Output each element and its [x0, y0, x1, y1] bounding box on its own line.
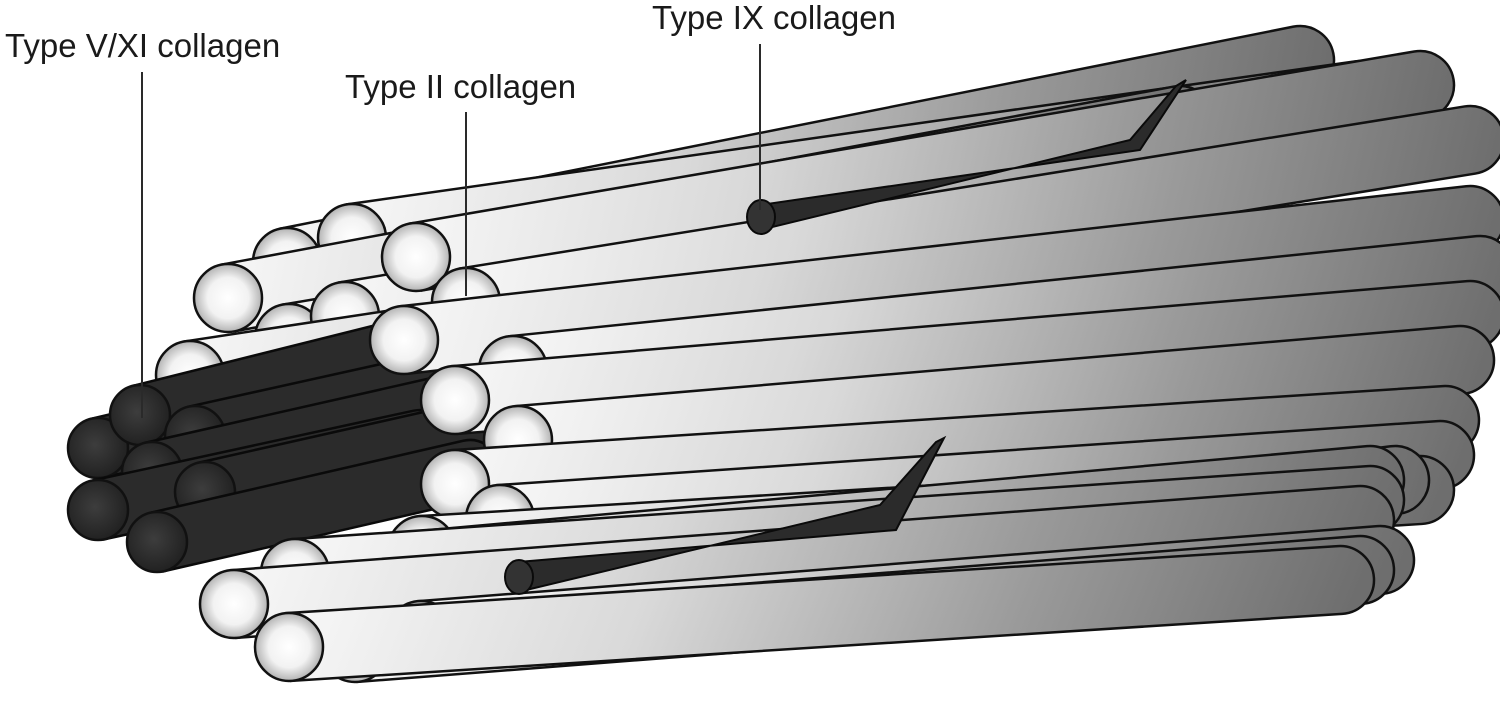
type-ii-fibril-front-5-end	[419, 364, 491, 436]
type-ii-fibril-front-13-end	[198, 568, 270, 640]
label-type-ii: Type II collagen	[345, 68, 576, 105]
type-v-xi-fibril-5-end	[66, 478, 130, 542]
type-ii-fibril-front-1-end	[380, 221, 452, 293]
type-ii-fibril-front-16-body	[285, 544, 1376, 683]
type-ii-fibril-front-16-end	[253, 611, 325, 683]
label-type-ix: Type IX collagen	[652, 0, 896, 36]
type-ii-fibril-back-3-end	[192, 262, 264, 334]
type-ix-chain-lower-end	[504, 559, 534, 595]
type-ii-fibril-front-3-end	[368, 304, 440, 376]
label-type-v-xi: Type V/XI collagen	[5, 27, 280, 64]
type-v-xi-fibril-2-end	[108, 383, 172, 447]
annotations: Type V/XI collagen Type II collagen Type…	[5, 0, 896, 418]
type-v-xi-fibril-core	[66, 308, 512, 574]
type-v-xi-fibril-7-end	[125, 510, 189, 574]
type-ii-fibril-front-16	[253, 544, 1376, 683]
type-ix-collagen-chains	[504, 79, 1187, 595]
type-v-xi-fibril-1-end	[66, 416, 130, 480]
